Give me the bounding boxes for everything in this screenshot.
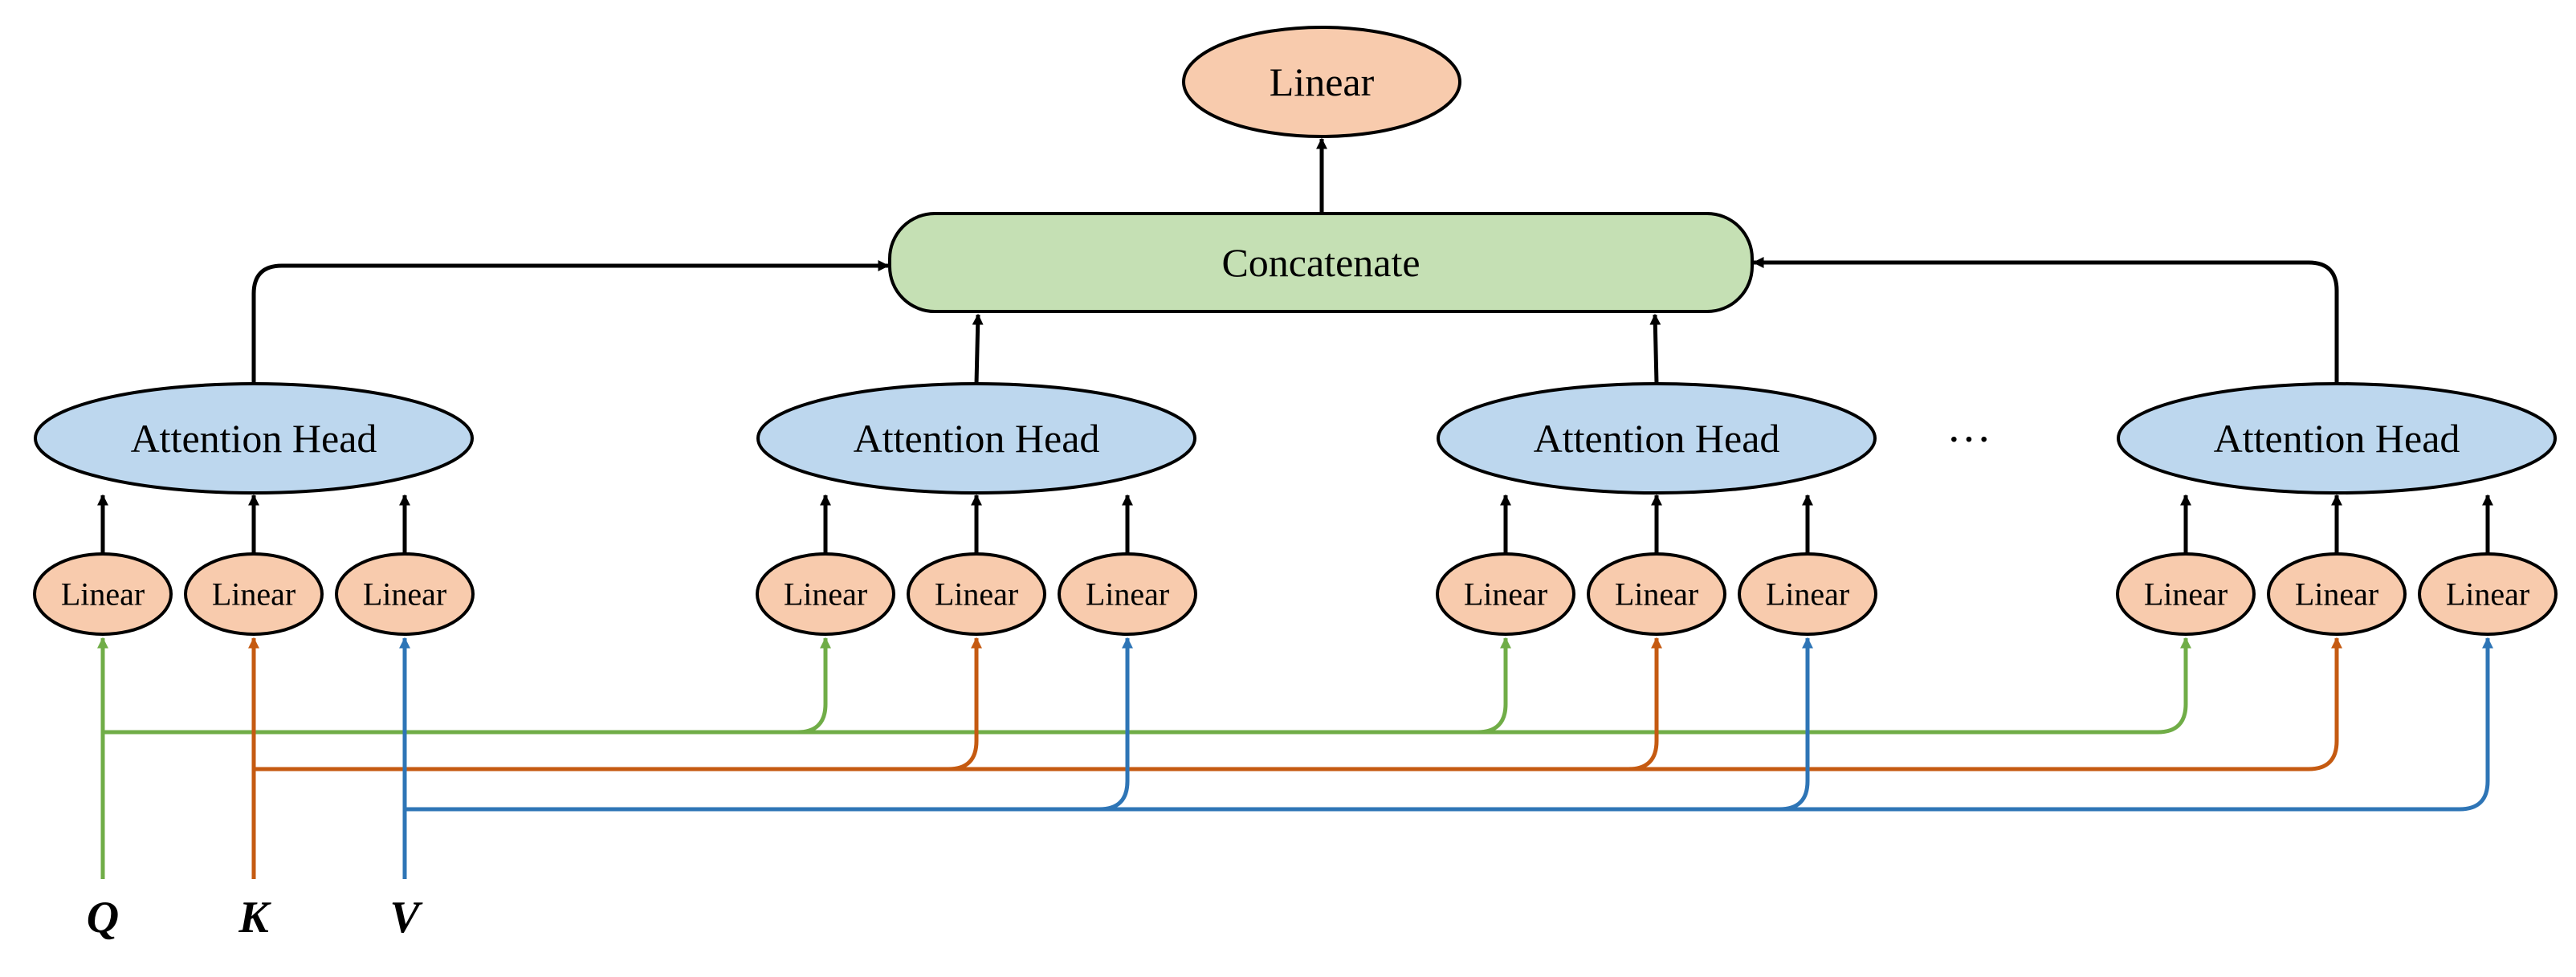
- attention-head-label: Attention Head: [131, 416, 377, 461]
- input-v-label: V: [389, 893, 423, 942]
- input-k-branch-2: [948, 637, 982, 771]
- attention-head-4: [2117, 382, 2557, 495]
- attention-head-2: [756, 382, 1196, 495]
- linear-label: Linear: [363, 576, 446, 613]
- input-symbols: Q K V: [87, 893, 424, 942]
- linear-label: Linear: [2446, 576, 2529, 613]
- linear-label: Linear: [2295, 576, 2378, 613]
- input-v-branch-4: [2459, 637, 2493, 812]
- head-4-to-concat-arrow: [1752, 257, 2339, 384]
- input-v-branch-3: [1779, 637, 1813, 812]
- concatenate-node: Concatenate: [888, 212, 1754, 313]
- head-3-to-concat-arrow: [1649, 313, 1661, 385]
- linear-label: Linear: [1086, 576, 1169, 613]
- linear-label: Linear: [2144, 576, 2228, 613]
- head-2-to-concat-arrow: [972, 313, 984, 385]
- input-k-label: K: [238, 893, 271, 942]
- linear-label: Linear: [784, 576, 867, 613]
- attention-head-label: Attention Head: [1534, 416, 1780, 461]
- input-q-label: Q: [87, 893, 119, 942]
- input-q-branch-3: [1477, 637, 1511, 735]
- attention-head-label: Attention Head: [854, 416, 1100, 461]
- input-k-branch-3: [1628, 637, 1662, 771]
- linear-label: Linear: [212, 576, 296, 613]
- output-linear-node: Linear: [1182, 26, 1461, 138]
- head-1-to-concat-arrow: [251, 260, 890, 384]
- attention-head-1: [34, 382, 474, 495]
- input-q-branch-4: [2157, 637, 2191, 735]
- input-q-branch-2: [797, 637, 831, 735]
- output-linear-label: Linear: [1270, 59, 1375, 104]
- ellipsis-indicator: ···: [1946, 415, 1991, 465]
- input-k-branch-4: [2308, 637, 2342, 771]
- head-to-concat-arrows: [251, 137, 2339, 385]
- linear-label: Linear: [61, 576, 145, 613]
- concatenate-label: Concatenate: [1221, 240, 1420, 285]
- attention-head-3: [1437, 382, 1877, 495]
- linear-label: Linear: [1464, 576, 1547, 613]
- linear-label: Linear: [935, 576, 1018, 613]
- input-routes: [97, 637, 2493, 879]
- linear-label: Linear: [1615, 576, 1698, 613]
- linear-label: Linear: [1766, 576, 1849, 613]
- attention-head-label: Attention Head: [2214, 416, 2460, 461]
- input-v-branch-2: [1098, 637, 1133, 812]
